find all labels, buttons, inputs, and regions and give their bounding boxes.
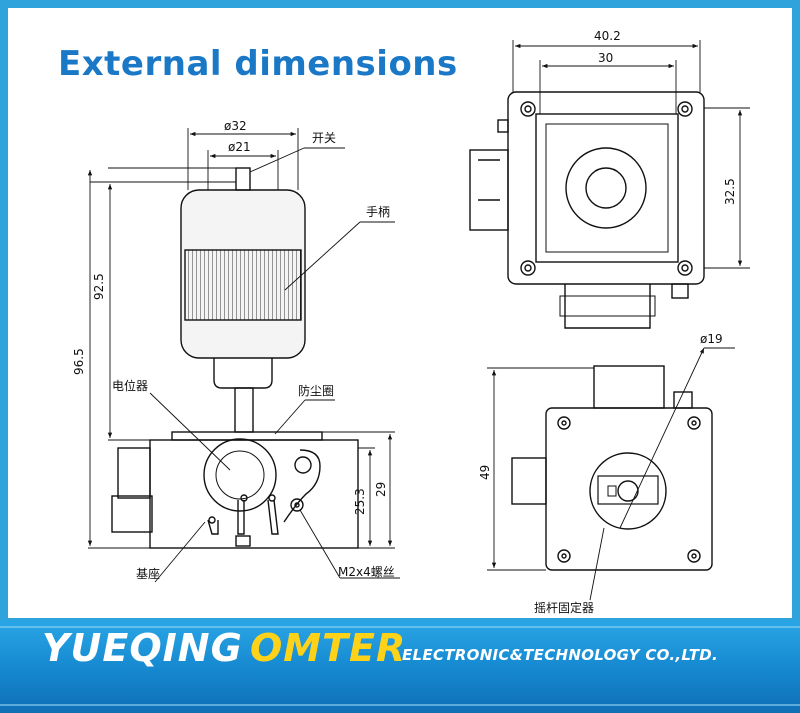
dim-49: 49 — [478, 465, 492, 480]
shaft — [234, 387, 254, 433]
label-base: 基座 — [136, 566, 160, 581]
side-dimension-lines — [87, 128, 400, 583]
label-potentiometer: 电位器 — [112, 378, 148, 393]
dim-32-5: 32.5 — [723, 178, 737, 205]
connector-left-lower — [111, 495, 153, 533]
bottom-top-block — [593, 365, 665, 409]
bottom-housing — [545, 407, 713, 571]
bottom-boot — [589, 452, 667, 530]
bottom-dimension-lines — [487, 347, 735, 601]
label-screw: M2x4螺丝 — [338, 565, 395, 579]
dim-40-2: 40.2 — [594, 29, 621, 43]
brand-yueqing: YUEQING — [42, 626, 243, 670]
dim-d21: ø21 — [228, 140, 251, 154]
potentiometer-body — [203, 438, 277, 512]
top-dimension-lines — [512, 40, 750, 269]
label-switch: 开关 — [312, 131, 336, 145]
drawing-sheet — [8, 8, 792, 618]
handle-grip — [184, 249, 302, 321]
side-view — [111, 167, 359, 549]
label-dust-cover: 防尘圈 — [298, 383, 334, 398]
top-inner-frame — [535, 113, 679, 263]
top-housing — [507, 91, 705, 285]
top-connector — [469, 149, 509, 231]
company-tagline: ELECTRONIC&TECHNOLOGY CO.,LTD. — [402, 646, 719, 664]
label-rocker-fixer: 摇杆固定器 — [534, 600, 594, 615]
bottom-connector — [511, 457, 547, 505]
label-handle: 手柄 — [366, 205, 390, 219]
dim-d19: ø19 — [700, 332, 723, 346]
page-title: External dimensions — [58, 44, 458, 84]
connector-left — [117, 447, 151, 499]
handle-neck — [213, 358, 273, 389]
dim-29: 29 — [374, 482, 388, 497]
side-dimension-text: ø32 ø21 92.5 96.5 25.3 29 开关 手柄 电位器 防尘圈 … — [72, 119, 395, 581]
top-boot — [565, 147, 647, 229]
footer-banner — [0, 620, 800, 713]
technical-drawing: ø32 ø21 92.5 96.5 25.3 29 开关 手柄 电位器 防尘圈 … — [72, 29, 750, 615]
switch-stem — [235, 167, 251, 191]
dim-d32: ø32 — [224, 119, 247, 133]
brand-omter: OMTER — [250, 626, 407, 670]
dim-25-3: 25.3 — [353, 488, 367, 515]
dim-92-5: 92.5 — [92, 273, 106, 300]
bottom-view — [511, 365, 713, 571]
top-view — [469, 91, 705, 329]
dim-96-5: 96.5 — [72, 348, 86, 375]
dim-30: 30 — [598, 51, 613, 65]
